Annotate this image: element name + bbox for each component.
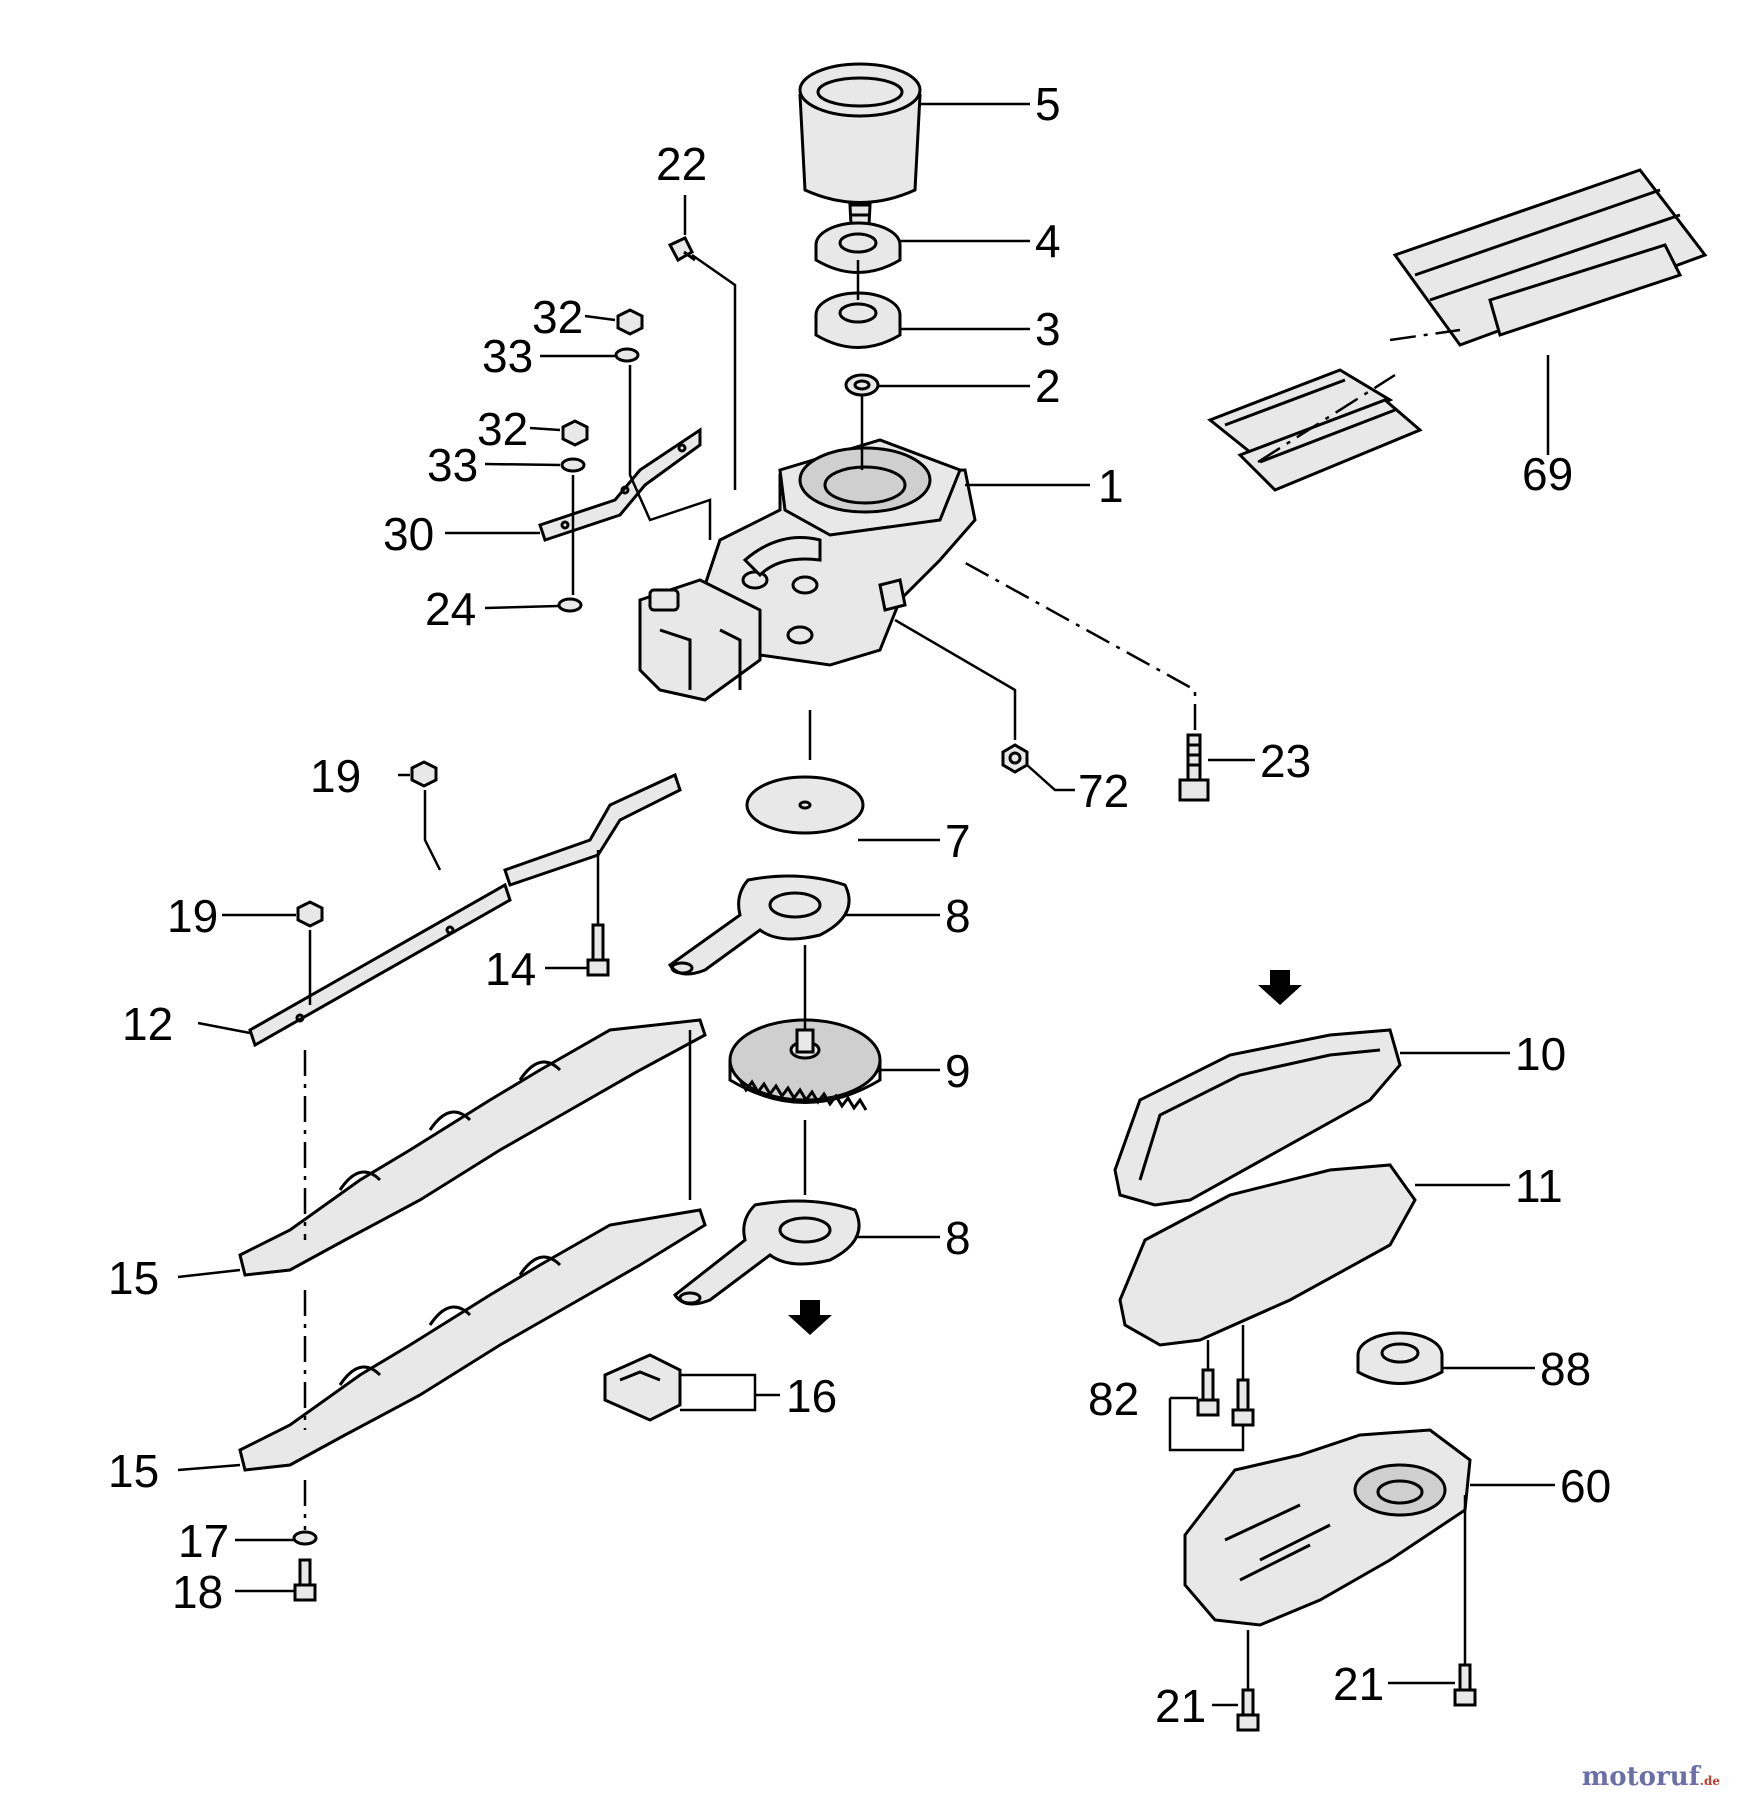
callout-8: 8: [945, 890, 971, 942]
callout-17: 17: [178, 1515, 229, 1567]
down-arrow-icon: [1258, 970, 1302, 1005]
part-3-bearing: [814, 291, 902, 349]
watermark-brand: motoruf: [1581, 1762, 1700, 1792]
callout-60: 60: [1560, 1460, 1611, 1512]
blade-link: [503, 772, 682, 887]
callout-labels: 5 22 4 32 3 33 2 32 33 1 69 30 24 23 19 …: [108, 78, 1611, 1732]
callout-72: 72: [1078, 765, 1129, 817]
callout-1: 1: [1098, 460, 1124, 512]
down-arrow-icon: [788, 1300, 832, 1335]
callout-12: 12: [122, 998, 173, 1050]
part-88-bearing: [1356, 1331, 1444, 1385]
part-21-screw-a: [1236, 1688, 1260, 1732]
callout-5: 5: [1035, 78, 1061, 130]
part-18-bolt: [293, 1558, 317, 1602]
callout-32: 32: [477, 403, 528, 455]
part-19-nut-lower: [296, 900, 324, 928]
part-69-blade-cover: [1207, 168, 1708, 492]
callout-24: 24: [425, 583, 476, 635]
callout-18: 18: [172, 1566, 223, 1618]
part-9-gear: [728, 1018, 882, 1111]
part-33-washer-lower: [560, 457, 586, 473]
part-8-crank-plate-lower: [672, 1199, 861, 1306]
assembly-lines: [303, 253, 1467, 1690]
part-11-cover-plate: [1118, 1163, 1417, 1347]
callout-15: 15: [108, 1252, 159, 1304]
callout-14: 14: [485, 943, 536, 995]
callout-19: 19: [310, 750, 361, 802]
part-23-bolt: [1178, 733, 1210, 802]
part-2-ring: [844, 373, 880, 397]
part-72-nut: [1001, 743, 1029, 774]
callout-21: 21: [1155, 1680, 1206, 1732]
callout-16: 16: [786, 1370, 837, 1422]
part-33-washer-upper: [614, 347, 640, 363]
part-10-gasket: [1113, 1028, 1402, 1207]
callout-23: 23: [1260, 735, 1311, 787]
watermark-suffix: .de: [1699, 1774, 1720, 1788]
part-21-screw-b: [1453, 1663, 1477, 1707]
callout-69: 69: [1522, 448, 1573, 500]
part-15-blade-upper: [238, 1018, 707, 1277]
callout-19: 19: [167, 890, 218, 942]
callout-82: 82: [1088, 1373, 1139, 1425]
part-16-block: [603, 1353, 682, 1422]
callout-8: 8: [945, 1212, 971, 1264]
part-32-nut-upper: [616, 308, 644, 336]
callout-21: 21: [1333, 1658, 1384, 1710]
part-12-guide-bar: [248, 882, 512, 1048]
callout-3: 3: [1035, 303, 1061, 355]
callout-15: 15: [108, 1445, 159, 1497]
part-14-screw: [586, 923, 610, 977]
part-32-nut-lower: [561, 419, 589, 447]
part-8-crank-plate-upper: [667, 874, 851, 976]
part-1-gear-housing: [638, 438, 977, 702]
part-17-washer: [292, 1530, 318, 1546]
part-82-screw-a: [1196, 1368, 1220, 1417]
callout-7: 7: [945, 815, 971, 867]
callout-33: 33: [482, 330, 533, 382]
watermark-logo: motoruf.de: [1582, 1762, 1720, 1792]
part-82-screw-b: [1231, 1378, 1255, 1427]
part-7-disc: [745, 775, 865, 835]
part-5-cup: [798, 62, 922, 247]
callout-32: 32: [532, 291, 583, 343]
part-19-nut-upper: [410, 760, 438, 788]
callout-22: 22: [656, 138, 707, 190]
part-30-arm: [538, 427, 702, 542]
part-15-blade-lower: [238, 1208, 707, 1472]
callout-33: 33: [427, 439, 478, 491]
callout-9: 9: [945, 1045, 971, 1097]
callout-10: 10: [1515, 1028, 1566, 1080]
callout-88: 88: [1540, 1343, 1591, 1395]
callout-11: 11: [1515, 1160, 1563, 1212]
part-22-grease-nipple: [667, 236, 696, 263]
part-60-lower-case: [1183, 1428, 1472, 1627]
callout-30: 30: [383, 508, 434, 560]
callout-leaders: [177, 102, 1555, 1707]
part-24-washer: [557, 597, 583, 613]
callout-2: 2: [1035, 360, 1061, 412]
callout-4: 4: [1035, 215, 1061, 267]
part-4-bearing: [814, 221, 902, 274]
